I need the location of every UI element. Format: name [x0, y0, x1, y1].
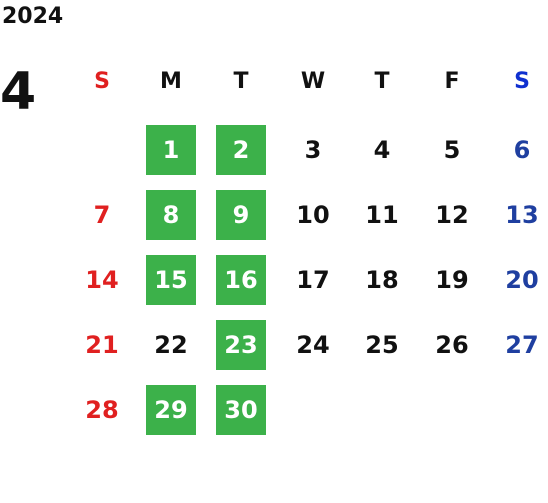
- calendar-day-3[interactable]: 3: [304, 136, 322, 164]
- calendar-day-26[interactable]: 26: [435, 331, 469, 359]
- calendar-day-23[interactable]: 23: [216, 320, 266, 370]
- calendar-day-22[interactable]: 22: [154, 331, 188, 359]
- calendar-day-30[interactable]: 30: [216, 385, 266, 435]
- calendar-day-28[interactable]: 28: [85, 396, 119, 424]
- weekday-header-fri: F: [444, 68, 460, 94]
- calendar-day-4[interactable]: 4: [373, 136, 391, 164]
- calendar-day-18[interactable]: 18: [365, 266, 399, 294]
- calendar-day-24[interactable]: 24: [296, 331, 330, 359]
- calendar-day-15[interactable]: 15: [146, 255, 196, 305]
- calendar-day-11[interactable]: 11: [365, 201, 399, 229]
- weekday-header-sat: S: [514, 68, 530, 94]
- calendar-day-8[interactable]: 8: [146, 190, 196, 240]
- weekday-header-thu: T: [374, 68, 390, 94]
- calendar-day-6[interactable]: 6: [513, 136, 531, 164]
- calendar-day-17[interactable]: 17: [296, 266, 330, 294]
- calendar-day-1[interactable]: 1: [146, 125, 196, 175]
- calendar-day-13[interactable]: 13: [505, 201, 539, 229]
- calendar-day-14[interactable]: 14: [85, 266, 119, 294]
- calendar-day-10[interactable]: 10: [296, 201, 330, 229]
- month-number: 4: [0, 62, 37, 122]
- calendar-day-29[interactable]: 29: [146, 385, 196, 435]
- year-label: 2024: [2, 4, 64, 29]
- calendar-day-27[interactable]: 27: [505, 331, 539, 359]
- calendar-day-21[interactable]: 21: [85, 331, 119, 359]
- calendar-day-7[interactable]: 7: [93, 201, 111, 229]
- calendar-day-12[interactable]: 12: [435, 201, 469, 229]
- weekday-header-wed: W: [300, 68, 326, 94]
- calendar-day-5[interactable]: 5: [443, 136, 461, 164]
- calendar-day-2[interactable]: 2: [216, 125, 266, 175]
- weekday-header-mon: M: [160, 68, 182, 94]
- calendar-day-9[interactable]: 9: [216, 190, 266, 240]
- calendar-day-25[interactable]: 25: [365, 331, 399, 359]
- weekday-header-sun: S: [94, 68, 110, 94]
- calendar-day-19[interactable]: 19: [435, 266, 469, 294]
- calendar-day-16[interactable]: 16: [216, 255, 266, 305]
- calendar-day-20[interactable]: 20: [505, 266, 539, 294]
- weekday-header-tue: T: [233, 68, 249, 94]
